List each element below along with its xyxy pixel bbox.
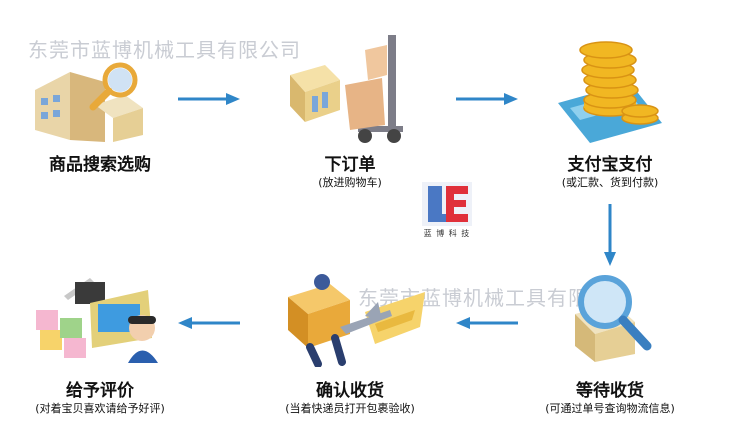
step-title: 商品搜索选购 <box>49 155 151 175</box>
watermark-top: 东莞市蓝博机械工具有限公司 <box>28 38 301 62</box>
step-subtitle: (对着宝贝喜欢请给予好评) <box>35 402 165 415</box>
step-title: 下订单 <box>324 155 376 175</box>
step-subtitle: (可通过单号查询物流信息) <box>545 402 675 415</box>
building-magnifier-icon <box>35 62 143 142</box>
step-wait-delivery: 等待收货 (可通过单号查询物流信息) <box>510 260 710 420</box>
step-title: 支付宝支付 <box>567 155 653 175</box>
step-place-order: 下订单 (放进购物车) <box>250 0 450 190</box>
company-logo: 蓝 博 科 技 <box>418 180 476 240</box>
step-subtitle: (当着快递员打开包裹验收) <box>285 402 415 415</box>
arrow-down-icon <box>604 204 616 266</box>
step-title: 等待收货 <box>576 381 644 401</box>
hand-truck-boxes-icon <box>290 35 403 143</box>
step-give-review: 给予评价 (对着宝贝喜欢请给予好评) <box>0 260 200 420</box>
logo-text: 蓝 博 科 技 <box>423 229 471 238</box>
step-subtitle: (放进购物车) <box>318 176 382 189</box>
computer-support-icon <box>36 278 158 363</box>
arrow-left-icon <box>456 317 518 329</box>
arrow-right-icon <box>178 93 240 105</box>
courier-package-icon <box>288 274 425 367</box>
step-title: 确认收货 <box>316 381 384 401</box>
coins-card-icon <box>558 41 662 143</box>
step-confirm-receipt: 确认收货 (当着快递员打开包裹验收) <box>250 260 450 420</box>
step-title: 给予评价 <box>66 381 134 401</box>
magnifier-boxes-icon <box>575 275 652 362</box>
arrow-left-icon <box>178 317 240 329</box>
logo-mark-icon <box>422 182 472 226</box>
arrow-right-icon <box>456 93 518 105</box>
step-alipay-payment: 支付宝支付 (或汇款、货到付款) <box>510 0 710 190</box>
step-search-select: 商品搜索选购 <box>0 0 200 190</box>
step-subtitle: (或汇款、货到付款) <box>561 176 659 189</box>
